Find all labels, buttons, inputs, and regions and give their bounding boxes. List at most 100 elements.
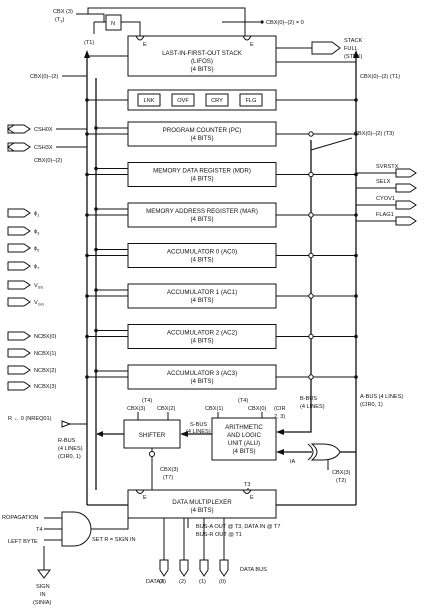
mux-e-left: E — [143, 495, 147, 501]
register-bits: (4 BITS) — [190, 378, 213, 385]
flag-label-cry: CRY — [211, 98, 223, 104]
register-bits: (4 BITS) — [190, 338, 213, 345]
cbx02-left-mid: CBX(0)–(2) — [34, 158, 62, 164]
alu-line-3: UNIT (ALU) — [228, 440, 260, 447]
r-bus-cir: (CIR0, 1) — [58, 454, 81, 460]
flag-label-flg: FLG — [246, 98, 257, 104]
alu-box — [211, 417, 277, 461]
mux-e-right: E — [250, 495, 254, 501]
xor-gate — [310, 443, 341, 461]
t1-top-label: (T1) — [84, 40, 94, 46]
propagation-label: ROPAGATION — [2, 515, 38, 521]
register-name: ACCUMULATOR 3 (AC3) — [167, 370, 237, 377]
register-box — [127, 202, 277, 228]
selx-signal: SELX — [376, 179, 391, 185]
stex-label-1: STACK — [344, 38, 363, 44]
r-bus-lines: (4 LINES) — [58, 446, 83, 452]
csh0x-signal: CSH0X — [34, 127, 53, 133]
register-name: ACCUMULATOR 2 (AC2) — [167, 330, 237, 337]
data-bus-label: DATA BUS — [240, 567, 267, 573]
data-pin-label: (3) — [159, 579, 166, 585]
alu-line-4: (4 BITS) — [232, 448, 255, 455]
alu-cbx1: CBX(1) — [205, 406, 223, 412]
register-box — [127, 121, 277, 147]
stex-label-2: FULL — [344, 46, 358, 52]
n-gate-label: N — [111, 21, 115, 27]
mux-note-1: BUS-A OUT @ T3, DATA IN @ T7 — [196, 524, 281, 530]
flag1-signal: FLAG1 — [376, 212, 394, 218]
register-bits: (4 BITS) — [190, 297, 213, 304]
data-bus-pins: (3) (2) (1) (0) — [159, 518, 229, 585]
phi3-signal: ϕ3 — [34, 229, 40, 236]
register-box — [127, 243, 277, 268]
register-box — [127, 283, 277, 309]
a-bus-cir: (CIR0, 1) — [360, 402, 383, 408]
and-gate — [61, 511, 92, 547]
cbx02-left-top: CBX(0)–(2) — [30, 74, 58, 80]
ncbx0-signal: NCBX(0) — [34, 334, 57, 340]
sign-in-3: (SINIA) — [33, 600, 51, 606]
phi5-signal: ϕ5 — [34, 246, 40, 253]
register-bits: (4 BITS) — [190, 216, 213, 223]
flag-cells: LNK OVF CRY FLG — [137, 93, 263, 107]
register-name: PROGRAM COUNTER (PC) — [163, 127, 242, 134]
data-pin-label: (1) — [199, 579, 206, 585]
ncbx1-signal: NCBX(1) — [34, 351, 57, 357]
flag-cell-ovf — [171, 93, 195, 107]
register-box — [127, 364, 277, 390]
register-box — [127, 324, 277, 349]
data-pin-label: (2) — [179, 579, 186, 585]
t3-top-label: (T3) — [55, 17, 65, 24]
xor-t2: (T2) — [336, 478, 346, 484]
vgg-signal: VGG — [34, 300, 44, 307]
alu-cir-1: (CIR — [274, 406, 286, 412]
left-byte-label: LEFT BYTE — [8, 539, 38, 545]
shifter-label: SHIFTER — [139, 432, 166, 439]
mux-t3: T3 — [244, 482, 251, 488]
flag-cell-cry — [205, 93, 229, 107]
flag-cell-flg — [239, 93, 263, 107]
alu-line-2: AND LOGIC — [227, 432, 262, 439]
t4-bottom-label: T4 — [36, 527, 43, 533]
set-r-label: SET R = SIGN IN — [92, 537, 136, 543]
shifter-cbx2: CBX(2) — [157, 406, 175, 412]
stack-e-right: E — [250, 42, 254, 48]
alu-cbx0: CBX(0) — [248, 406, 266, 412]
data-pin — [199, 559, 209, 577]
ncbx3-signal: NCBX(3) — [34, 384, 57, 390]
xor-cbx3: CBX(3) — [332, 470, 350, 476]
csh3x-signal: CSH3X — [34, 145, 53, 151]
shifter-cbx3: CBX(3) — [127, 406, 145, 412]
stack-bits: (4 BITS) — [190, 66, 213, 73]
register-stack: PROGRAM COUNTER (PC)(4 BITS)MEMORY DATA … — [85, 55, 358, 390]
stack-e-left: E — [143, 42, 147, 48]
cbx-eq0-label: CBX(0)–(2) = 0 — [266, 20, 304, 26]
register-name: ACCUMULATOR 0 (AC0) — [167, 249, 237, 256]
phi7-signal: ϕ7 — [34, 264, 40, 271]
data-pin — [219, 559, 229, 577]
register-name: MEMORY ADDRESS REGISTER (MAR) — [146, 208, 258, 215]
r0-label: R ← 0 (NREQ01) — [8, 416, 52, 422]
s-bus-lines: (4 LINES) — [186, 429, 211, 435]
lifo-stack-box — [127, 35, 277, 77]
mux-note-2: BUS-R OUT @ T1 — [196, 532, 242, 538]
shifter-t4: (T4) — [142, 398, 152, 404]
stex-label-3: (STEX) — [344, 54, 362, 60]
register-bits: (4 BITS) — [190, 135, 213, 142]
flag-label-ovf: OVF — [177, 98, 189, 104]
cbx-t1-right: CBX(0)–(2) (T1) — [360, 74, 400, 80]
flag-cell-lnk — [137, 93, 161, 107]
shifter-cbx3b: CBX(3) — [160, 467, 178, 473]
phi1-signal: ϕ1 — [34, 211, 40, 218]
data-pin-label: (0) — [219, 579, 226, 585]
register-box — [127, 162, 277, 187]
s-bus-label: S-BUS — [190, 422, 207, 428]
flag-label-lnk: LNK — [144, 98, 155, 104]
cyov1-signal: CYOV1 — [376, 196, 395, 202]
sign-in-1: SIGN — [36, 584, 50, 590]
shifter-t7: (T7) — [163, 475, 173, 481]
n-gate-out-wire — [121, 21, 141, 36]
vss-signal: VSS — [34, 283, 43, 290]
